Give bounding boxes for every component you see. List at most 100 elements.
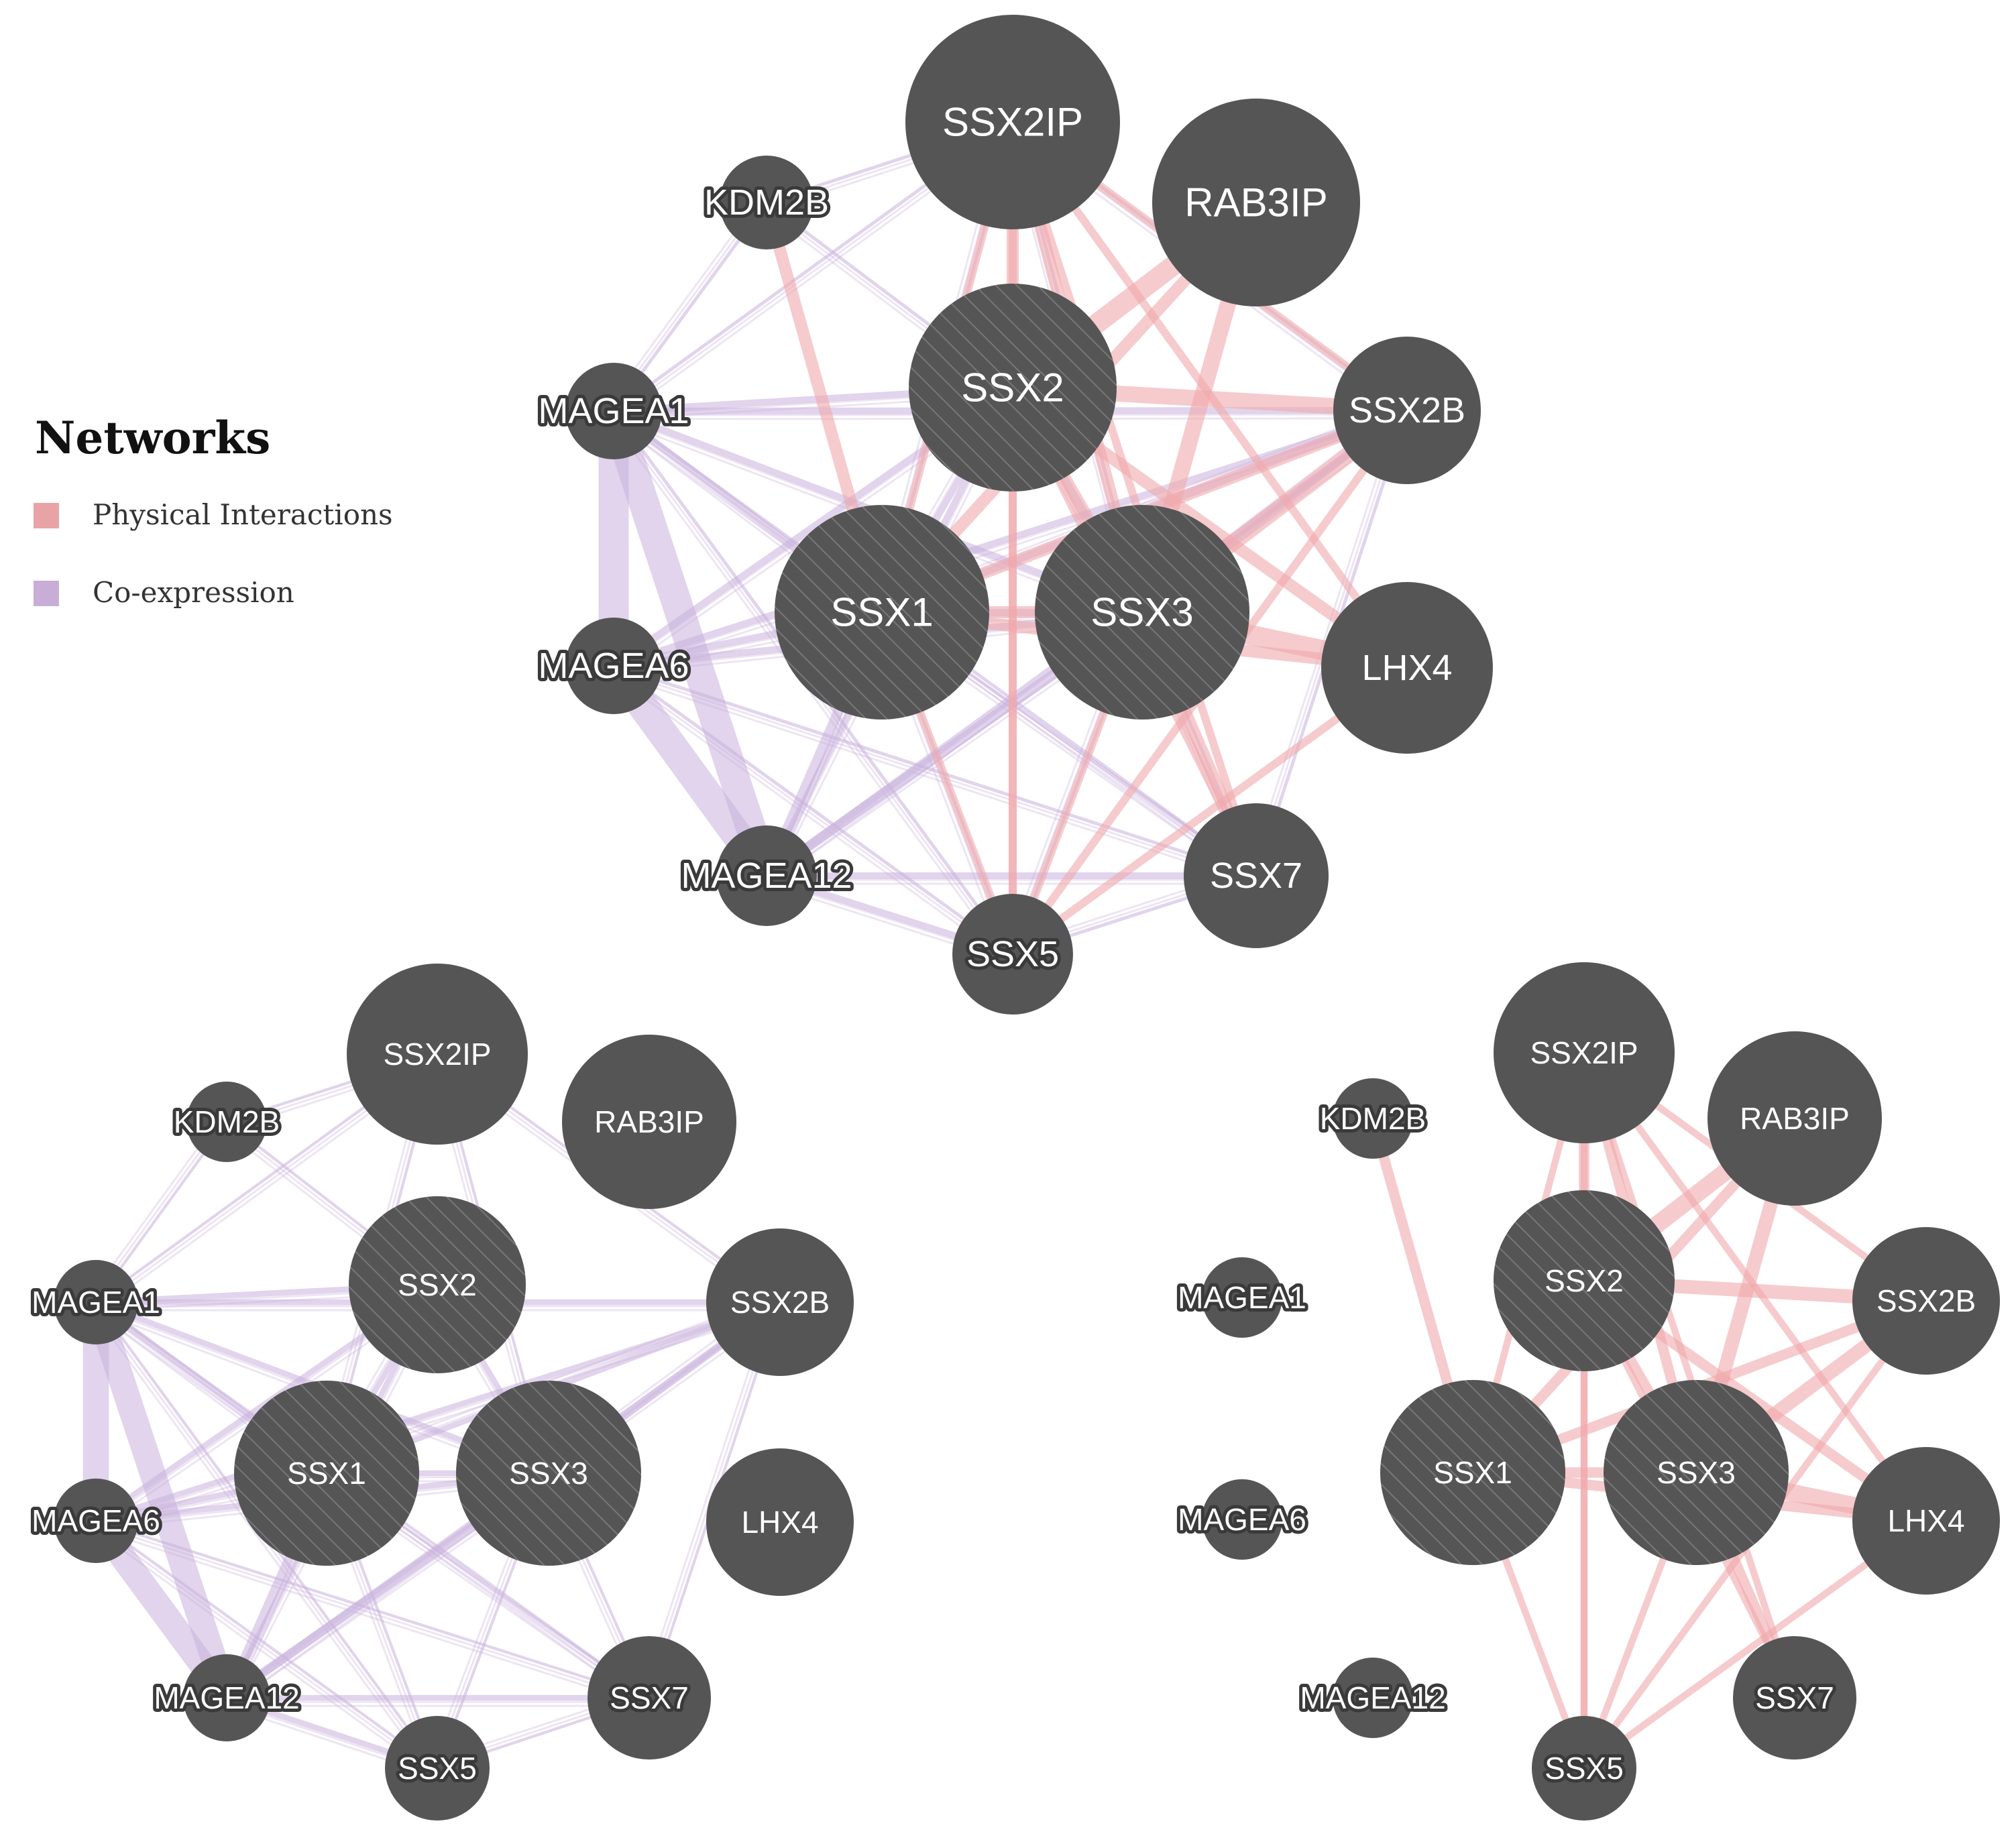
- legend: Networks Physical Interactions Co-expres…: [34, 412, 393, 609]
- node-circle: [1494, 1190, 1675, 1371]
- node-ssx2b[interactable]: SSX2B: [1852, 1227, 2000, 1375]
- node-label: SSX2: [1545, 1263, 1624, 1298]
- node-circle: [1532, 1716, 1636, 1821]
- node-circle: [952, 894, 1073, 1015]
- node-ssx2ip[interactable]: SSX2IP: [347, 964, 528, 1145]
- node-magea6[interactable]: MAGEA6: [1174, 1479, 1310, 1560]
- node-kdm2b[interactable]: KDM2B: [701, 156, 832, 249]
- node-label: SSX1: [287, 1456, 366, 1491]
- coexpression-edge-strand: [93, 1528, 647, 1707]
- node-label: RAB3IP: [1184, 180, 1327, 225]
- node-lhx4[interactable]: LHX4: [1852, 1447, 2000, 1595]
- node-circle: [1852, 1227, 2000, 1375]
- node-label: SSX1: [830, 590, 933, 635]
- node-label: SSX3: [1657, 1455, 1736, 1490]
- coexpression-edge-magea6-ssx5: [95, 1519, 439, 1770]
- node-circle: [1333, 337, 1481, 484]
- node-ssx2b[interactable]: SSX2B: [706, 1228, 854, 1376]
- node-ssx7[interactable]: SSX7: [1184, 803, 1329, 948]
- node-label: MAGEA6: [32, 1503, 160, 1538]
- node-label: SSX7: [1755, 1680, 1834, 1715]
- node-circle: [565, 618, 662, 714]
- node-ssx1[interactable]: SSX1: [1380, 1380, 1565, 1565]
- node-label: MAGEA1: [1178, 1280, 1306, 1315]
- node-ssx5[interactable]: SSX5: [1532, 1716, 1636, 1821]
- legend-label-physical: Physical Interactions: [93, 498, 393, 531]
- node-label: MAGEA6: [538, 646, 689, 686]
- node-label: MAGEA12: [1300, 1680, 1445, 1715]
- coexpression-edge-strand: [91, 1526, 433, 1776]
- node-circle: [385, 1716, 490, 1821]
- node-ssx3[interactable]: SSX3: [1035, 505, 1249, 719]
- node-circle: [1333, 1078, 1413, 1159]
- legend-title: Networks: [35, 412, 270, 464]
- node-label: RAB3IP: [1740, 1101, 1850, 1136]
- node-ssx2[interactable]: SSX2: [909, 284, 1117, 492]
- node-ssx5[interactable]: SSX5: [385, 1716, 490, 1821]
- node-circle: [1333, 1658, 1413, 1738]
- physical-edge-ssx2ip-ssx7: [1581, 1051, 1798, 1699]
- node-rab3ip[interactable]: RAB3IP: [1152, 99, 1360, 306]
- node-magea1[interactable]: MAGEA1: [535, 363, 693, 459]
- node-label: SSX5: [1545, 1751, 1624, 1786]
- node-label: MAGEA1: [32, 1285, 160, 1320]
- legend-label-coexpression: Co-expression: [93, 576, 294, 609]
- legend-swatch-physical: [34, 503, 59, 528]
- node-ssx2ip[interactable]: SSX2IP: [905, 15, 1120, 229]
- node-label: SSX3: [509, 1456, 588, 1491]
- node-magea1[interactable]: MAGEA1: [1174, 1257, 1310, 1338]
- node-label: KDM2B: [704, 182, 829, 223]
- node-ssx3[interactable]: SSX3: [456, 1381, 641, 1566]
- node-magea12[interactable]: MAGEA12: [677, 825, 856, 926]
- node-rab3ip[interactable]: RAB3IP: [1707, 1031, 1882, 1206]
- node-label: SSX2B: [730, 1285, 830, 1320]
- node-circle: [720, 156, 814, 249]
- node-circle: [54, 1260, 138, 1344]
- node-ssx1[interactable]: SSX1: [234, 1381, 419, 1566]
- node-ssx2[interactable]: SSX2: [1494, 1190, 1675, 1371]
- node-kdm2b[interactable]: KDM2B: [170, 1082, 283, 1162]
- node-magea12[interactable]: MAGEA12: [150, 1654, 303, 1741]
- node-ssx7[interactable]: SSX7: [587, 1636, 711, 1760]
- coexpression-edge-strand: [94, 1523, 649, 1703]
- node-circle: [565, 363, 662, 459]
- node-ssx2[interactable]: SSX2: [349, 1196, 526, 1373]
- node-circle: [706, 1228, 854, 1376]
- coexpression-edge-magea6-ssx7: [95, 1519, 650, 1700]
- node-magea6[interactable]: MAGEA6: [28, 1479, 164, 1563]
- node-lhx4[interactable]: LHX4: [706, 1448, 854, 1596]
- node-lhx4[interactable]: LHX4: [1321, 582, 1493, 754]
- node-circle: [1852, 1447, 2000, 1595]
- node-label: SSX2: [961, 365, 1064, 410]
- node-label: MAGEA6: [1178, 1502, 1306, 1537]
- node-magea6[interactable]: MAGEA6: [535, 618, 693, 714]
- node-circle: [1184, 803, 1329, 948]
- node-circle: [1380, 1380, 1565, 1565]
- node-magea1[interactable]: MAGEA1: [28, 1260, 164, 1344]
- node-label: SSX3: [1090, 590, 1193, 635]
- node-rab3ip[interactable]: RAB3IP: [562, 1035, 736, 1209]
- node-ssx2ip[interactable]: SSX2IP: [1494, 962, 1675, 1143]
- node-ssx3[interactable]: SSX3: [1604, 1380, 1789, 1565]
- node-circle: [1321, 582, 1493, 754]
- node-label: MAGEA12: [154, 1680, 299, 1715]
- node-magea12[interactable]: MAGEA12: [1296, 1658, 1449, 1738]
- node-ssx1[interactable]: SSX1: [775, 505, 989, 719]
- node-ssx7[interactable]: SSX7: [1733, 1636, 1856, 1760]
- node-circle: [186, 1082, 267, 1162]
- node-circle: [234, 1381, 419, 1566]
- coexpression-edge-magea6-ssx7: [613, 664, 1257, 878]
- node-label: MAGEA12: [681, 856, 852, 896]
- node-ssx2b[interactable]: SSX2B: [1333, 337, 1481, 484]
- node-label: MAGEA1: [538, 391, 689, 431]
- legend-swatch-coexpression: [34, 581, 59, 606]
- node-label: LHX4: [1361, 648, 1452, 688]
- node-ssx5[interactable]: SSX5: [952, 894, 1073, 1015]
- node-kdm2b[interactable]: KDM2B: [1317, 1078, 1429, 1159]
